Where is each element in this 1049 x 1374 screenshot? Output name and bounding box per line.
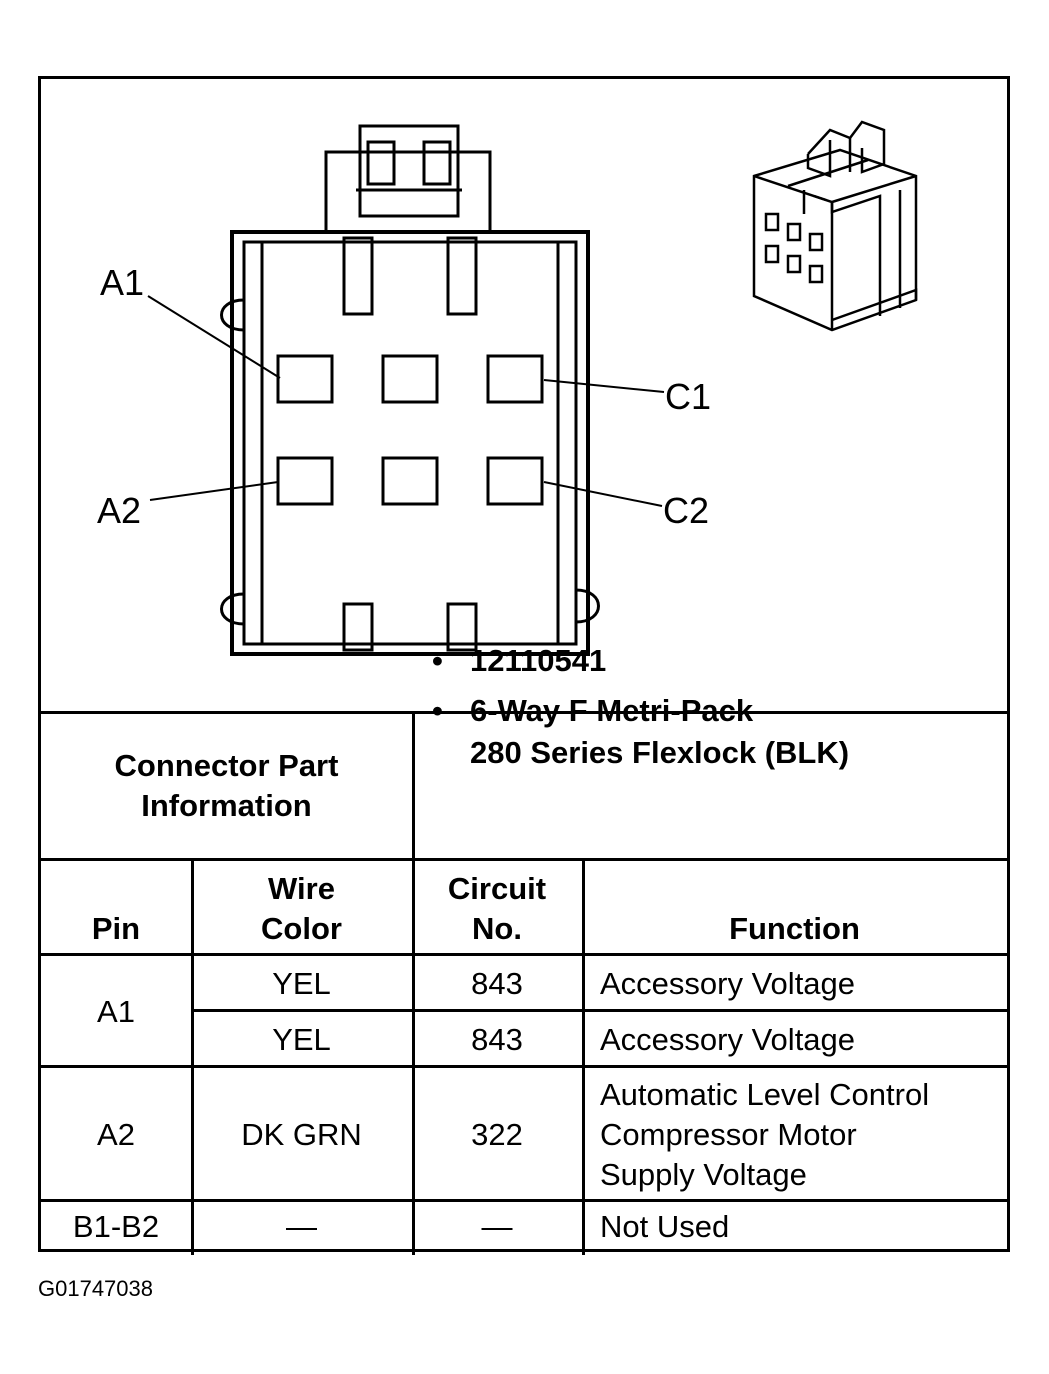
label-a2: A2 xyxy=(97,490,141,531)
cell-function: Accessory Voltage xyxy=(600,1022,856,1057)
connector-diagram: A1 A2 C1 C2 xyxy=(97,120,918,656)
function-line: Supply Voltage xyxy=(600,1157,807,1192)
description-line: 280 Series Flexlock (BLK) xyxy=(470,735,850,770)
connector-body xyxy=(220,230,600,656)
table-rule xyxy=(41,1199,1007,1202)
cell-wire-color: YEL xyxy=(272,966,331,1001)
cell-wire-color: DK GRN xyxy=(241,1117,362,1152)
table-rule xyxy=(41,858,1007,861)
pin-cavity-a2 xyxy=(276,456,334,506)
cell-pin: A1 xyxy=(97,994,135,1029)
header-line: Wire xyxy=(268,870,335,906)
pin-cavity-a1 xyxy=(276,354,334,404)
description-line: 6-Way F Metri-Pack xyxy=(470,693,754,728)
label-c1: C1 xyxy=(665,376,711,417)
description-item: •6-Way F Metri-Pack xyxy=(432,693,754,728)
header-wire-color: Wire Color xyxy=(191,861,412,956)
pin-cavity-c2 xyxy=(486,456,544,506)
cell-circuit: 843 xyxy=(471,1022,523,1057)
cell-function: Not Used xyxy=(600,1209,730,1244)
table-rule xyxy=(41,1065,1007,1068)
pin-cavity-b1 xyxy=(381,354,439,404)
header-circuit-no: Circuit No. xyxy=(412,861,582,956)
connector-info-label-line: Information xyxy=(141,788,312,823)
table-rule xyxy=(41,953,1007,956)
cell-function: Accessory Voltage xyxy=(600,966,856,1001)
cell-pin: B1-B2 xyxy=(72,1209,160,1244)
pin-cavity-c1 xyxy=(486,354,544,404)
cell-wire-color: YEL xyxy=(272,1022,331,1057)
part-number: 12110541 xyxy=(470,643,607,678)
table-rule xyxy=(191,858,194,1255)
function-line: Compressor Motor xyxy=(600,1117,857,1152)
header-pin: Pin xyxy=(91,911,141,946)
table-rule xyxy=(191,1009,1007,1012)
connector-isometric-view xyxy=(752,120,918,332)
connector-info-label: Connector Part Information xyxy=(41,714,412,858)
description-continuation: 280 Series Flexlock (BLK) xyxy=(432,732,849,774)
part-number-item: •12110541 xyxy=(432,643,607,678)
header-line: No. xyxy=(472,910,522,946)
table-top-rule xyxy=(41,711,1007,714)
cell-circuit: 843 xyxy=(471,966,523,1001)
table-rule xyxy=(582,858,585,1255)
connector-info-label-line: Connector Part xyxy=(114,748,339,783)
header-line: Color xyxy=(261,910,342,946)
connector-info-values: •12110541 •6-Way F Metri-Pack 280 Series… xyxy=(432,640,849,774)
header-line: Circuit xyxy=(447,870,547,906)
figure-id: G01747038 xyxy=(38,1276,153,1301)
pin-cavity-b2 xyxy=(381,456,439,506)
table-rule xyxy=(412,711,415,858)
figure-frame: A1 A2 C1 C2 Connector Part Information xyxy=(38,76,1010,1255)
cell-circuit: 322 xyxy=(471,1117,523,1152)
table-rule xyxy=(412,858,415,1255)
cell-wire-color: — xyxy=(286,1209,317,1244)
cell-function: Automatic Level Control Compressor Motor… xyxy=(582,1068,1007,1202)
header-function: Function xyxy=(729,911,860,946)
label-c2: C2 xyxy=(663,490,709,531)
function-line: Automatic Level Control xyxy=(600,1077,930,1112)
cell-pin: A2 xyxy=(97,1117,135,1152)
label-a1: A1 xyxy=(100,262,144,303)
connector-latch xyxy=(324,124,492,234)
cell-circuit: — xyxy=(481,1209,513,1244)
